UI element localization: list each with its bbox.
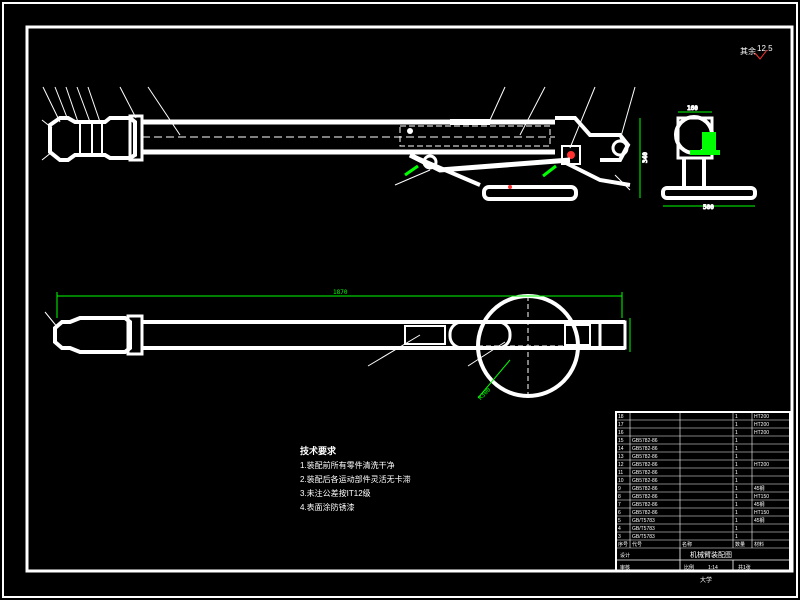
bom-cell-no: 7 — [618, 502, 621, 508]
tech-requirements: 技术要求 1.装配前所有零件清洗干净 2.装配后各运动部件灵活无卡滞 3.未注公… — [300, 445, 411, 512]
base-plate — [482, 185, 578, 201]
bom-header-qty: 数量 — [735, 541, 745, 548]
side-width-dim: 500 — [703, 204, 714, 211]
bom-cell-no: 12 — [618, 462, 624, 468]
bom-cell-no: 14 — [618, 446, 624, 452]
bom-cell-no: 13 — [618, 454, 624, 460]
strut-pivot — [422, 154, 438, 170]
bom-cell-code: GB5782-86 — [632, 446, 658, 452]
bom-cell-code: GB5782-86 — [632, 510, 658, 516]
bom-cell-qty: 1 — [735, 526, 738, 532]
gripper-head — [48, 116, 137, 162]
bom-cell-qty: 1 — [735, 422, 738, 428]
bom-cell-code: GB5782-86 — [632, 470, 658, 476]
bom-cell-mat: 45钢 — [754, 517, 765, 524]
bom-cell-no: 15 — [618, 438, 624, 444]
bom-cell-qty: 1 — [735, 510, 738, 516]
title-scale-value: 1:14 — [708, 565, 718, 571]
arm-collar — [128, 114, 144, 162]
bom-header-mat: 材料 — [754, 541, 764, 548]
bom-cell-no: 9 — [618, 486, 621, 492]
bom-header-code: 代号 — [632, 541, 642, 548]
title-sheet: 共1张 — [738, 564, 751, 571]
bom-cell-code: GB/T5783 — [632, 534, 655, 540]
top-gripper — [53, 316, 132, 354]
bom-cell-code: GB5782-86 — [632, 438, 658, 444]
bom-cell-mat: HT200 — [754, 414, 769, 420]
bom-cell-mat: HT200 — [754, 422, 769, 428]
title-drawing-name: 机械臂装配图 — [690, 550, 732, 559]
bom-cell-qty: 1 — [735, 478, 738, 484]
circle-dim: R300 — [477, 386, 492, 401]
tech-line-1: 1.装配前所有零件清洗干净 — [300, 460, 395, 470]
bom-cell-no: 16 — [618, 430, 624, 436]
tech-line-3: 3.未注公差按IT12级 — [300, 488, 371, 498]
bom-cell-qty: 1 — [735, 486, 738, 492]
bom-cell-mat: 45钢 — [754, 485, 765, 492]
bom-cell-mat: HT150 — [754, 494, 769, 500]
inner-slide — [399, 125, 551, 147]
bom-cell-no: 11 — [618, 470, 623, 476]
title-scale-label: 比例 — [684, 564, 694, 571]
bom-cell-qty: 1 — [735, 462, 738, 468]
title-designer: 设计 — [620, 552, 630, 559]
title-checker: 审核 — [620, 564, 630, 571]
bom-cell-no: 6 — [618, 510, 621, 516]
side-base — [661, 186, 757, 200]
bom-cell-no: 5 — [618, 518, 621, 524]
bom-cell-qty: 1 — [735, 534, 738, 540]
inner-border — [25, 25, 794, 573]
bom-header-no: 序号 — [618, 541, 628, 548]
bom-cell-qty: 1 — [735, 446, 738, 452]
bom-cell-code: GB5782-86 — [632, 494, 658, 500]
side-view: 340 500 160 — [639, 105, 757, 212]
top-view: 1870 R300 — [44, 289, 631, 402]
bom-cell-code: GB5782-86 — [632, 462, 658, 468]
tech-line-2: 2.装配后各运动部件灵活无卡滞 — [300, 474, 411, 484]
bom-cell-qty: 1 — [735, 414, 738, 420]
bom-cell-qty: 1 — [735, 470, 738, 476]
tech-title: 技术要求 — [300, 445, 337, 456]
bom-cell-qty: 1 — [735, 502, 738, 508]
roughness-symbol: 其余 12.5 — [740, 44, 773, 60]
bom-cell-mat: HT150 — [754, 510, 769, 516]
bom-cell-qty: 1 — [735, 518, 738, 524]
overall-length-dim: 1870 — [333, 289, 348, 296]
side-motor — [702, 132, 716, 150]
roughness-prefix: 其余 — [740, 46, 756, 56]
bom-cell-no: 8 — [618, 494, 621, 500]
bom-cell-code: GB5782-86 — [632, 454, 658, 460]
bom-cell-no: 18 — [618, 414, 624, 420]
bom-cell-code: GB5782-86 — [632, 486, 658, 492]
front-view — [41, 86, 636, 201]
bom-cell-qty: 1 — [735, 438, 738, 444]
bom-cell-no: 17 — [618, 422, 624, 428]
roughness-value: 12.5 — [757, 44, 773, 53]
rear-bracket — [555, 116, 631, 162]
tech-line-4: 4.表面涂防锈漆 — [300, 502, 355, 512]
bom-header-name: 名称 — [682, 541, 692, 548]
side-top-dim: 160 — [687, 105, 698, 112]
side-height-dim: 340 — [642, 152, 649, 163]
bom-cell-mat: HT200 — [754, 462, 769, 468]
bom-cell-qty: 1 — [735, 454, 738, 460]
bom-cell-qty: 1 — [735, 494, 738, 500]
bom-cell-no: 3 — [618, 534, 621, 540]
bom-cell-no: 10 — [618, 478, 624, 484]
bom-cell-mat: HT200 — [754, 430, 769, 436]
bom-cell-code: GB/T5783 — [632, 526, 655, 532]
bom-cell-code: GB5782-86 — [632, 502, 658, 508]
bom-cell-code: GB5782-86 — [632, 478, 658, 484]
bom-cell-no: 4 — [618, 526, 621, 532]
bom-cell-code: GB/T5783 — [632, 518, 655, 524]
bom-cell-mat: 45钢 — [754, 501, 765, 508]
bom-cell-qty: 1 — [735, 430, 738, 436]
title-school: 大学 — [700, 576, 712, 584]
